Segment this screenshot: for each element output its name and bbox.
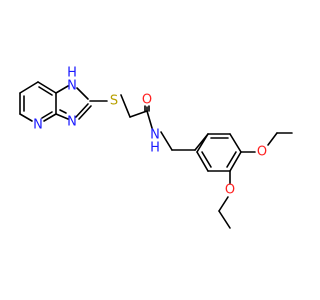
bond xyxy=(43,113,57,122)
molecule-diagram: N N H N S O N H O O xyxy=(19,66,293,229)
bond xyxy=(229,151,242,172)
thioacetamide-linker xyxy=(89,94,153,129)
bond xyxy=(146,110,153,129)
atom-nh-amide: N H xyxy=(150,128,160,156)
structure-drawing: N N H N S O N H O O xyxy=(19,66,293,229)
atom-o-ether-meta: O xyxy=(225,183,235,198)
bond xyxy=(129,110,148,118)
atom-n-pyridine: N xyxy=(33,118,43,133)
bond xyxy=(55,113,69,120)
atom-s-thioether: S xyxy=(110,94,118,109)
atom-n3-imidazole: N xyxy=(67,115,77,130)
ethoxy-meta xyxy=(218,170,231,229)
atom-nh-n: N xyxy=(67,79,77,94)
atom-n3-symbol: N xyxy=(67,115,77,130)
atom-s-symbol: S xyxy=(110,94,118,109)
bond-double-inner xyxy=(201,151,212,168)
imidazole-ring xyxy=(55,85,92,120)
benzene-ring xyxy=(196,133,242,172)
bond xyxy=(76,87,89,100)
atom-nh-h: H xyxy=(67,66,77,81)
bond xyxy=(160,131,173,151)
bond-double-inner xyxy=(59,109,67,114)
atom-o-carbonyl: O xyxy=(142,93,152,108)
bond-double-inner xyxy=(41,111,53,119)
atom-o-para-symbol: O xyxy=(257,145,267,160)
bond xyxy=(196,151,209,172)
ethyl-linker xyxy=(160,131,209,151)
bond xyxy=(218,210,231,229)
atom-o-ether-para: O xyxy=(257,145,267,160)
bond-double-outer xyxy=(78,105,92,120)
bond xyxy=(75,103,89,118)
bond xyxy=(196,133,209,153)
ethoxy-para xyxy=(240,132,293,153)
bond xyxy=(19,81,39,94)
atom-nh-amide-h: H xyxy=(150,141,160,156)
bond xyxy=(120,94,131,118)
bond xyxy=(218,196,229,212)
atom-nh-imidazole: H N xyxy=(67,66,77,94)
atom-o-carbonyl-symbol: O xyxy=(142,93,152,108)
atom-nh-amide-n: N xyxy=(150,128,160,143)
bond xyxy=(267,132,278,146)
bond xyxy=(229,133,242,153)
bond-double-inner xyxy=(38,86,53,96)
bond xyxy=(19,113,33,122)
bond xyxy=(55,85,69,94)
bond xyxy=(37,81,57,94)
atom-n-pyridine-symbol: N xyxy=(33,118,43,133)
bond-double-inner xyxy=(226,151,237,168)
atom-o-meta-symbol: O xyxy=(225,183,235,198)
pyridine-ring xyxy=(19,81,57,122)
